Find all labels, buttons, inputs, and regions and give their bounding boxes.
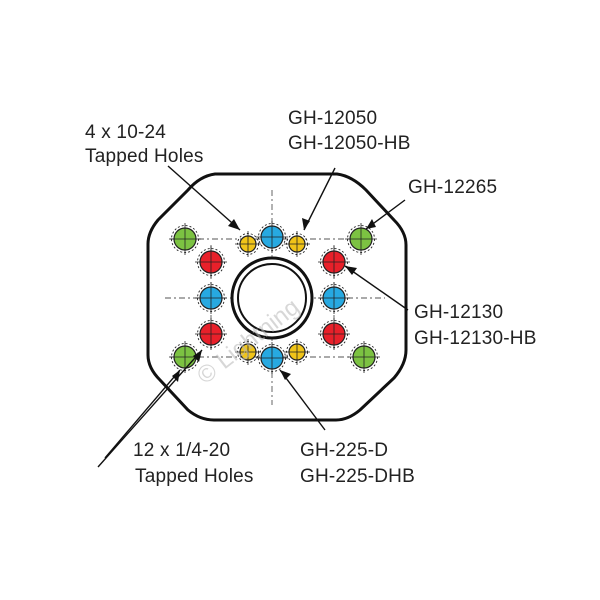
label-gh225-line1: GH-225-D: [300, 440, 388, 461]
label-gh12130-line1: GH-12130: [414, 302, 503, 323]
yellow-hole-bottom-left: [235, 339, 261, 365]
leader-gh12050: [303, 167, 336, 231]
leader-1-4-20-a: [104, 369, 181, 459]
label-10-24-line2: Tapped Holes: [85, 146, 204, 167]
green-hole-top-right: [345, 223, 377, 255]
central-bore-inner: [237, 263, 307, 333]
yellow-hole-top-left: [235, 231, 261, 257]
arrowheads: [172, 218, 376, 382]
label-1-4-20-line2: Tapped Holes: [135, 466, 254, 487]
leader-10-24: [167, 165, 241, 231]
label-gh12050-line2: GH-12050-HB: [288, 133, 411, 154]
red-hole-lower-right: [318, 318, 350, 350]
label-gh225-line2: GH-225-DHB: [300, 466, 415, 487]
label-10-24-line1: 4 x 10-24: [85, 122, 166, 143]
blue-hole-top: [256, 221, 288, 253]
blue-hole-bottom: [256, 342, 288, 374]
arrowhead-gh12265: [366, 219, 376, 229]
label-1-4-20-line1: 12 x 1/4-20: [133, 440, 230, 461]
blue-hole-right: [318, 282, 350, 314]
arrowhead-gh12130: [345, 266, 357, 275]
callout-labels: 4 x 10-24 Tapped Holes GH-12050 GH-12050…: [85, 108, 537, 487]
leader-gh12130: [344, 265, 409, 311]
red-hole-lower-left: [195, 318, 227, 350]
holes-group: [169, 221, 380, 374]
label-gh12130-line2: GH-12130-HB: [414, 328, 537, 349]
green-hole-bottom-right: [348, 341, 380, 373]
label-gh12265: GH-12265: [408, 177, 497, 198]
red-hole-upper-left: [195, 246, 227, 278]
red-hole-upper-right: [318, 246, 350, 278]
arrowhead-10-24: [228, 219, 240, 230]
leader-1-4-20-b: [97, 349, 203, 468]
arrowhead-gh12050: [302, 218, 310, 230]
blue-hole-left: [195, 282, 227, 314]
label-gh12050-line1: GH-12050: [288, 108, 377, 129]
arrowhead-gh225: [280, 370, 291, 380]
green-hole-top-left: [169, 223, 201, 255]
arrowhead-1-4-20-b: [193, 350, 202, 362]
leader-gh225: [279, 369, 326, 431]
arrowhead-1-4-20-a: [172, 370, 180, 382]
yellow-hole-top-right: [284, 231, 310, 257]
yellow-hole-bottom-right: [284, 339, 310, 365]
